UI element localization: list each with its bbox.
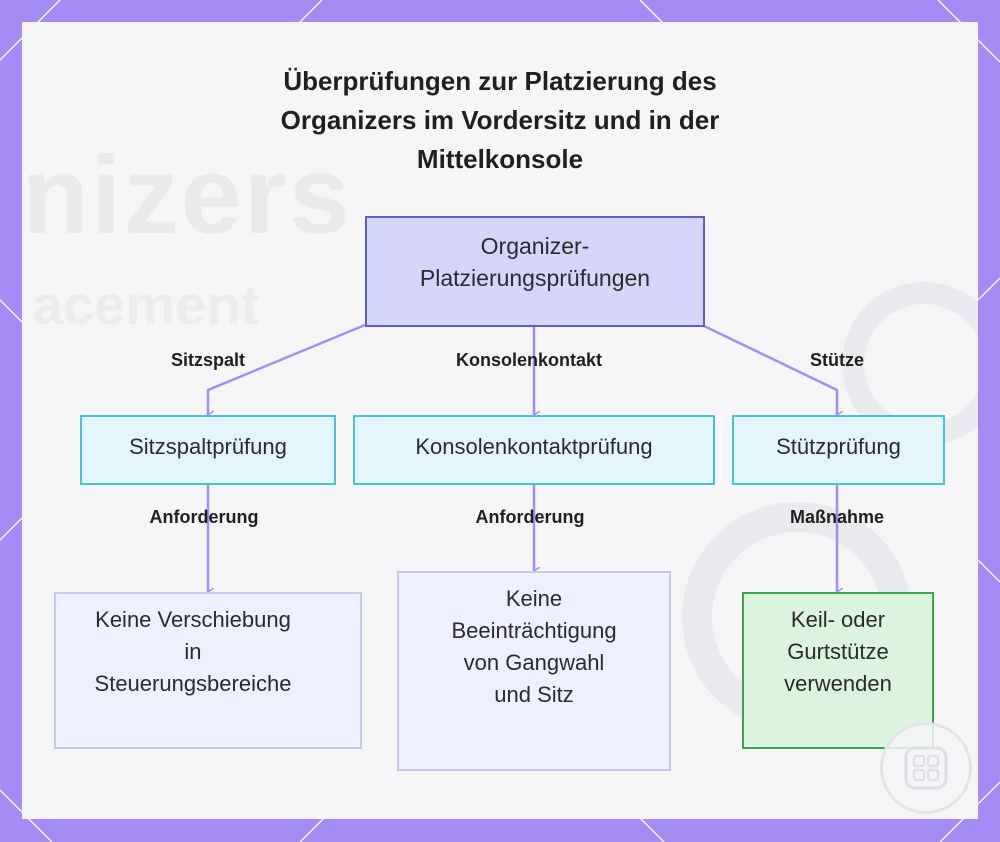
node-root-label: Organizer- Platzierungsprüfungen [420,230,650,294]
edge-label-support: Stütze [810,350,864,371]
node-console-contact-check-label: Konsolenkontaktprüfung [415,431,652,463]
node-seat-gap-check-label: Sitzspaltprüfung [129,431,287,463]
node-use-support-label: Keil- oder Gurtstütze verwenden [784,604,892,700]
node-support-check-label: Stützprüfung [776,431,901,463]
grid-logo-icon [903,745,949,791]
node-no-shift: Keine Verschiebung in Steuerungsbereiche [54,592,362,749]
diagram-canvas: nizers acement Überprüfungen zur Platzie… [22,22,978,819]
node-no-shift-label: Keine Verschiebung in Steuerungsbereiche [95,604,292,700]
edge-label-seat-gap: Sitzspalt [171,350,245,371]
edge-label-requirement-1: Anforderung [150,507,259,528]
edge-label-console-contact: Konsolenkontakt [456,350,602,371]
node-no-interference: Keine Beeinträchtigung von Gangwahl und … [397,571,671,771]
edge-label-requirement-2: Anforderung [476,507,585,528]
logo-badge [880,722,972,814]
edge-label-measure: Maßnahme [790,507,884,528]
node-console-contact-check: Konsolenkontaktprüfung [353,415,715,485]
node-seat-gap-check: Sitzspaltprüfung [80,415,336,485]
node-support-check: Stützprüfung [732,415,945,485]
node-no-interference-label: Keine Beeinträchtigung von Gangwahl und … [451,583,616,711]
node-root-placement-checks: Organizer- Platzierungsprüfungen [365,216,705,327]
node-use-support: Keil- oder Gurtstütze verwenden [742,592,934,749]
